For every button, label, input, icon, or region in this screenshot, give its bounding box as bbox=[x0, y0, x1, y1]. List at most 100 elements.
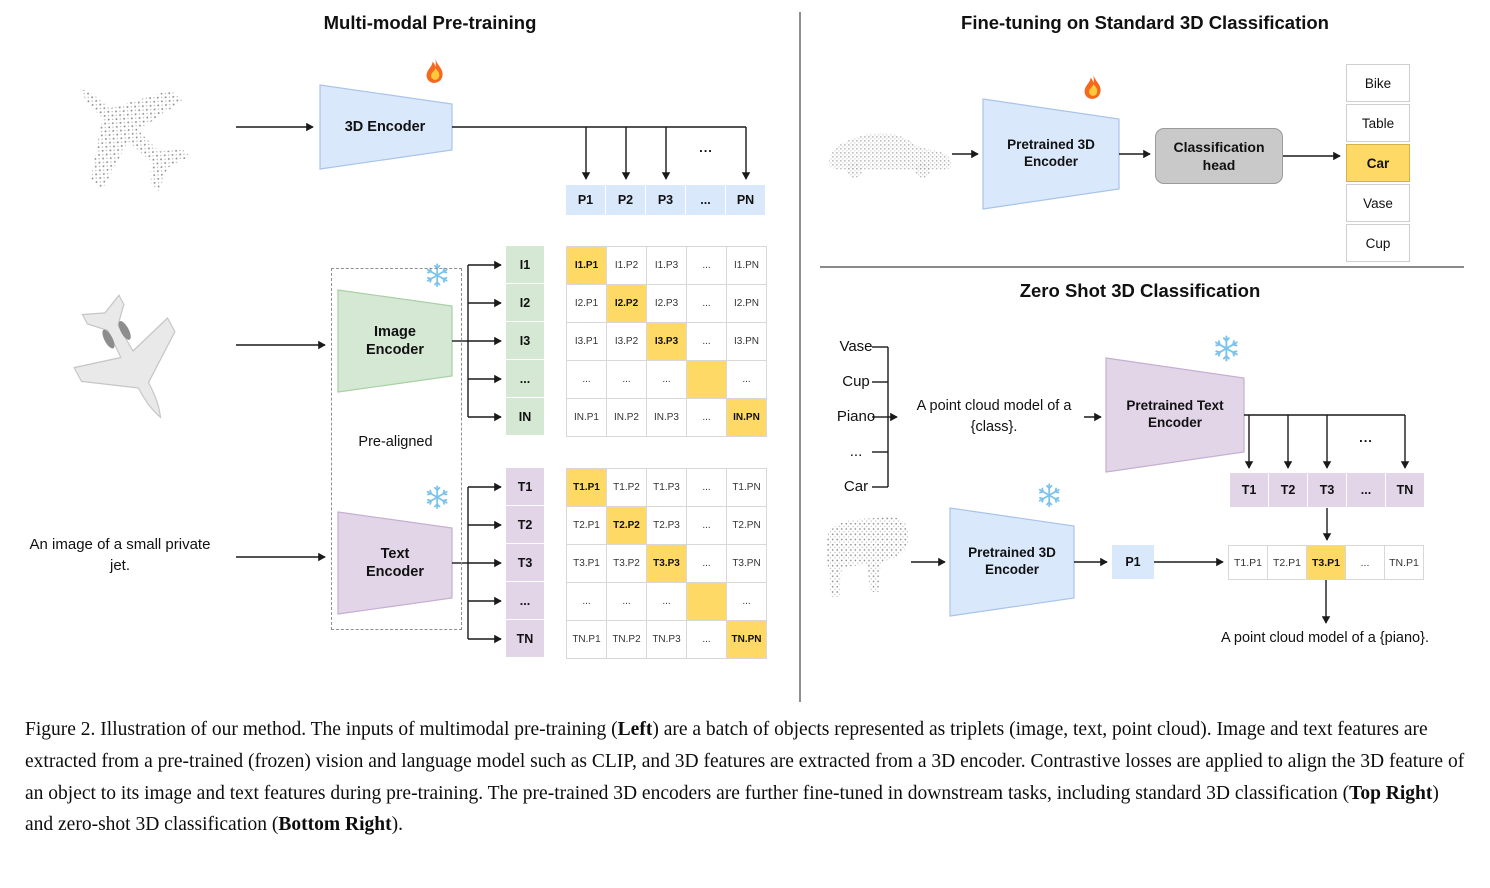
matrix-cell: TN.P1 bbox=[567, 621, 607, 659]
product-cell: T3.P1 bbox=[1307, 546, 1346, 580]
matrix-cell: T3.P1 bbox=[567, 545, 607, 583]
image-feature-cell: IN bbox=[506, 398, 544, 435]
bottom-right-panel-title: Zero Shot 3D Classification bbox=[1019, 280, 1261, 301]
matrix-cell: ... bbox=[567, 361, 607, 399]
pretrained-text-encoder-label: Pretrained Text Encoder bbox=[1126, 398, 1224, 430]
text-feature-cell: ... bbox=[506, 582, 544, 619]
pre-aligned-label: Pre-aligned bbox=[358, 434, 433, 450]
matrix-cell: T1.P2 bbox=[607, 469, 647, 507]
class-word: Car bbox=[843, 478, 869, 495]
matrix-cell: TN.P3 bbox=[647, 621, 687, 659]
airplane-point-cloud bbox=[79, 88, 191, 192]
fire-icon bbox=[426, 58, 443, 83]
3d-encoder-label: 3D Encoder bbox=[344, 118, 426, 135]
matrix-cell: T2.P2 bbox=[607, 507, 647, 545]
p-feature-cell: P2 bbox=[606, 185, 645, 215]
car-point-cloud bbox=[828, 133, 952, 178]
prompt-text: A point cloud model of a {class}. bbox=[916, 398, 1072, 436]
matrix-cell: ... bbox=[687, 469, 727, 507]
matrix-cell: I3.PN bbox=[727, 323, 767, 361]
class-word: ... bbox=[849, 443, 863, 460]
matrix-cell: IN.PN bbox=[727, 399, 767, 437]
matrix-cell: ... bbox=[607, 583, 647, 621]
matrix-cell: T1.P1 bbox=[567, 469, 607, 507]
matrix-cell: I3.P1 bbox=[567, 323, 607, 361]
piano-point-cloud bbox=[826, 517, 909, 597]
text-feature-cell: T1 bbox=[506, 468, 544, 505]
result-text: A point cloud model of a {piano}. bbox=[1221, 630, 1429, 646]
caption-segment: Figure 2. Illustration of our method. Th… bbox=[25, 719, 618, 740]
matrix-cell bbox=[687, 583, 727, 621]
matrix-cell: T2.P1 bbox=[567, 507, 607, 545]
class-word: Vase bbox=[839, 338, 873, 355]
jet-image bbox=[73, 294, 176, 419]
snowflake-icon bbox=[1213, 335, 1240, 362]
fire-icon bbox=[1084, 74, 1101, 99]
matrix-cell: I1.P2 bbox=[607, 247, 647, 285]
image-feature-cell: I2 bbox=[506, 284, 544, 321]
class-cell: Cup bbox=[1346, 224, 1410, 262]
figure-caption: Figure 2. Illustration of our method. Th… bbox=[25, 714, 1468, 841]
matrix-cell: ... bbox=[647, 361, 687, 399]
image-feature-cell: I3 bbox=[506, 322, 544, 359]
text-feature-cell: T2 bbox=[1269, 473, 1307, 507]
matrix-cell: ... bbox=[687, 285, 727, 323]
text-encoder-label: Text Encoder bbox=[365, 545, 424, 580]
image-feature-cell: I1 bbox=[506, 246, 544, 283]
caption-segment: Bottom Right bbox=[278, 814, 392, 836]
product-cell: T2.P1 bbox=[1268, 546, 1307, 580]
matrix-cell: T3.P2 bbox=[607, 545, 647, 583]
matrix-cell: ... bbox=[687, 323, 727, 361]
matrix-cell: ... bbox=[607, 361, 647, 399]
class-cell: Car bbox=[1346, 144, 1410, 182]
top-right-panel-title: Fine-tuning on Standard 3D Classificatio… bbox=[961, 12, 1329, 33]
matrix-cell: IN.P3 bbox=[647, 399, 687, 437]
image-feature-cell: ... bbox=[506, 360, 544, 397]
image-encoder-label: Image Encoder bbox=[365, 323, 424, 358]
matrix-cell: T1.P3 bbox=[647, 469, 687, 507]
class-cell: Vase bbox=[1346, 184, 1410, 222]
text-feature-cell: TN bbox=[1386, 473, 1424, 507]
caption-input-text: An image of a small private jet. bbox=[29, 536, 211, 574]
matrix-cell: I2.P1 bbox=[567, 285, 607, 323]
matrix-cell: ... bbox=[647, 583, 687, 621]
classification-head-box: Classification head bbox=[1155, 128, 1283, 184]
matrix-cell: I3.P3 bbox=[647, 323, 687, 361]
text-feature-cell: T2 bbox=[506, 506, 544, 543]
matrix-cell: T1.PN bbox=[727, 469, 767, 507]
matrix-cell: I1.P3 bbox=[647, 247, 687, 285]
matrix-cell: ... bbox=[567, 583, 607, 621]
matrix-cell: ... bbox=[687, 621, 727, 659]
class-word: Piano bbox=[836, 408, 876, 425]
snowflake-icon bbox=[1037, 483, 1061, 508]
ellipsis: ... bbox=[1359, 430, 1373, 445]
text-feature-cell: T3 bbox=[1308, 473, 1346, 507]
matrix-cell: ... bbox=[727, 583, 767, 621]
product-cell: T1.P1 bbox=[1229, 546, 1268, 580]
p-feature-cell: PN bbox=[726, 185, 765, 215]
caption-segment: Left bbox=[617, 719, 653, 740]
p-feature-cell: ... bbox=[686, 185, 725, 215]
class-cell: Table bbox=[1346, 104, 1410, 142]
matrix-cell: IN.P1 bbox=[567, 399, 607, 437]
pretrained-3d-encoder-label: Pretrained 3D Encoder bbox=[1007, 137, 1095, 169]
pre-aligned-box bbox=[331, 268, 462, 630]
matrix-cell: ... bbox=[687, 545, 727, 583]
class-word: Cup bbox=[842, 373, 870, 390]
matrix-cell: T3.PN bbox=[727, 545, 767, 583]
matrix-cell: TN.P2 bbox=[607, 621, 647, 659]
caption-segment: ) and zero-shot 3D classification ( bbox=[25, 782, 1439, 836]
text-feature-cell: ... bbox=[1347, 473, 1385, 507]
p1-feature-cell: P1 bbox=[1112, 545, 1154, 579]
p-feature-cell: P1 bbox=[566, 185, 605, 215]
product-cell: ... bbox=[1346, 546, 1385, 580]
matrix-cell: ... bbox=[687, 399, 727, 437]
matrix-cell: I3.P2 bbox=[607, 323, 647, 361]
